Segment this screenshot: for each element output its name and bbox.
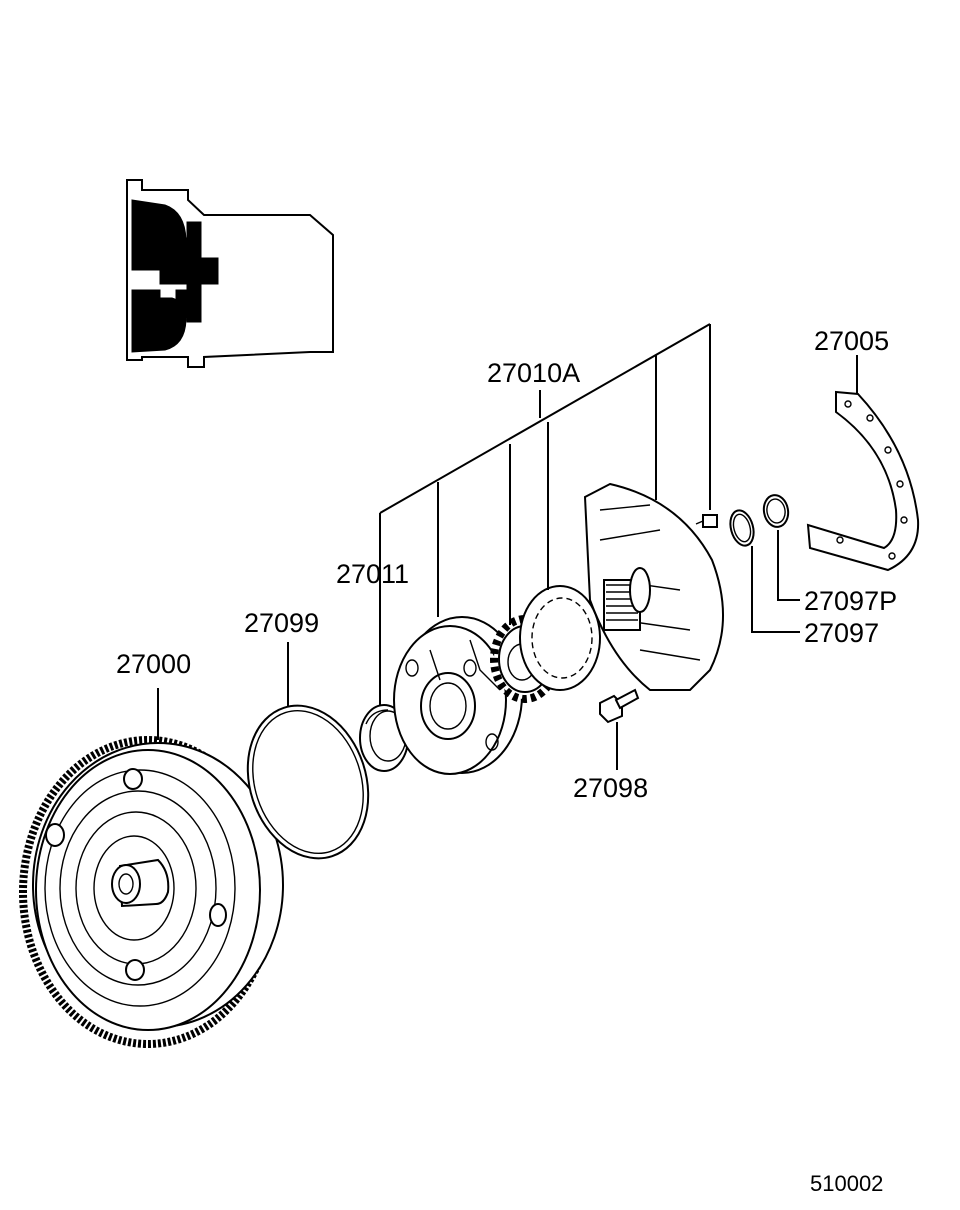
label-bolt: 27098	[573, 773, 648, 803]
o-ring	[246, 704, 370, 860]
bolt	[599, 688, 640, 724]
label-seal-ring: 27097	[804, 618, 879, 648]
inner-gear	[519, 585, 601, 691]
stator-support	[583, 482, 724, 691]
label-oil-seal: 27011	[336, 559, 409, 589]
seal-ring	[729, 509, 755, 547]
label-seal-ring-p: 27097P	[804, 586, 897, 616]
locator-thumbnail	[126, 179, 334, 368]
label-pump-assembly: 27010A	[487, 358, 580, 388]
pump-bolt-small	[695, 514, 718, 528]
seal-ring-p	[762, 494, 790, 528]
label-torque-converter: 27000	[116, 649, 191, 679]
pump-body	[393, 616, 523, 775]
reference-code: 510002	[810, 1171, 883, 1196]
label-gasket: 27005	[814, 326, 889, 356]
torque-converter	[19, 736, 284, 1048]
gasket	[806, 390, 920, 572]
leader-lines	[157, 323, 858, 770]
label-o-ring: 27099	[244, 608, 319, 638]
